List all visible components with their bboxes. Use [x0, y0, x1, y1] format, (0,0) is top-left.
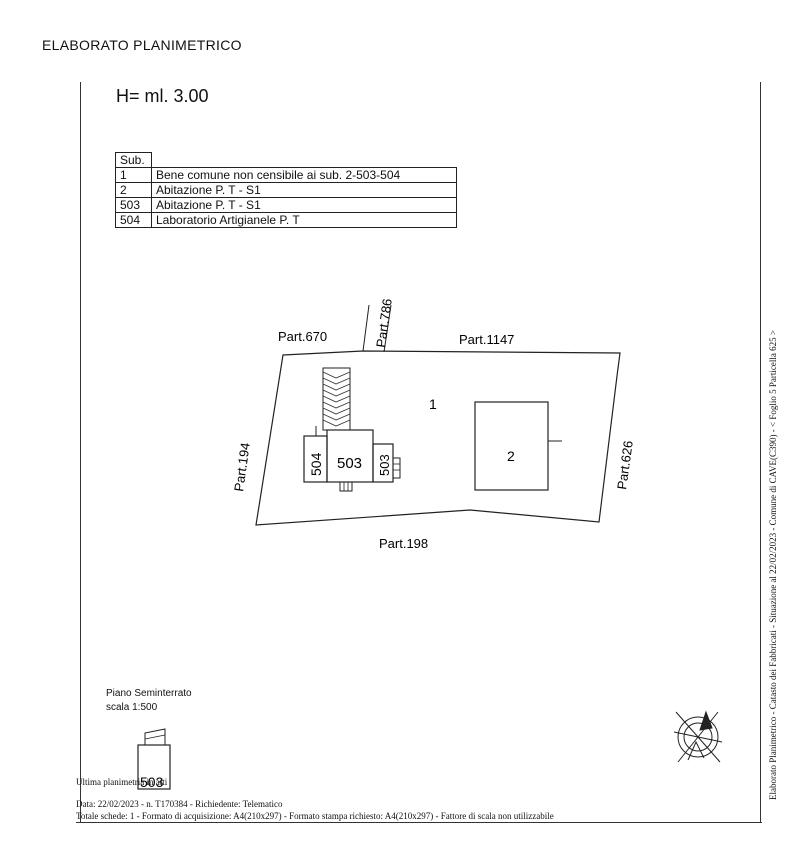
footer-last-plan: Ultima planimetria in atti [76, 777, 168, 787]
unit-label: 2 [507, 448, 515, 464]
neighbor-label: Part.626 [614, 440, 636, 491]
table-row: 504 Laboratorio Artigianele P. T [115, 212, 457, 228]
table-row: 503 Abitazione P. T - S1 [115, 197, 457, 213]
table-row: 2 Abitazione P. T - S1 [115, 182, 457, 198]
basement-building [137, 744, 171, 790]
part786-line [362, 304, 370, 352]
height-label: H= ml. 3.00 [116, 86, 209, 106]
building-2 [474, 401, 549, 491]
table-row: 1 Bene comune non censibile ai sub. 2-50… [115, 167, 457, 183]
sub-cell: 504 [115, 212, 152, 228]
side-note: Elaborato Planimetrico - Catasto dei Fab… [768, 330, 778, 800]
unit-label: 1 [429, 396, 437, 412]
ramp-shape [322, 367, 351, 431]
frame-right-border [760, 82, 761, 822]
part786-line [383, 304, 392, 353]
footer-date: Data: 22/02/2023 - n. T170384 - Richiede… [76, 799, 283, 809]
north-arrow-icon [673, 710, 723, 763]
document-title: ELABORATO PLANIMETRICO [42, 37, 242, 53]
neighbor-label: Part.194 [231, 442, 253, 493]
ramp-hatch [322, 371, 351, 427]
unit-label: 503 [337, 455, 362, 472]
neighbor-label: Part.786 [373, 298, 395, 349]
desc-cell: Laboratorio Artigianele P. T [151, 212, 457, 228]
basement-unit-label: 503 [140, 774, 164, 790]
step-right [392, 457, 401, 479]
lot-boundary [255, 350, 621, 526]
basement-stair-line [144, 734, 166, 740]
neighbor-label: Part.670 [278, 329, 327, 344]
basement-label: Piano Seminterrato [106, 688, 192, 699]
frame-left-border [80, 82, 81, 822]
desc-cell: Abitazione P. T - S1 [151, 182, 457, 198]
neighbor-label: Part.198 [379, 536, 428, 551]
unit-label: 504 [308, 452, 324, 476]
unit-label: 503 [377, 454, 392, 476]
step-bottom [339, 481, 353, 492]
frame-bottom-border [76, 822, 762, 823]
footer-total: Totale schede: 1 - Formato di acquisizio… [76, 811, 554, 821]
sub-cell: 503 [115, 197, 152, 213]
neighbor-label: Part.1147 [459, 332, 514, 347]
basement-scale: scala 1:500 [106, 702, 158, 713]
subunit-table: Sub. 1 Bene comune non censibile ai sub.… [115, 152, 457, 228]
